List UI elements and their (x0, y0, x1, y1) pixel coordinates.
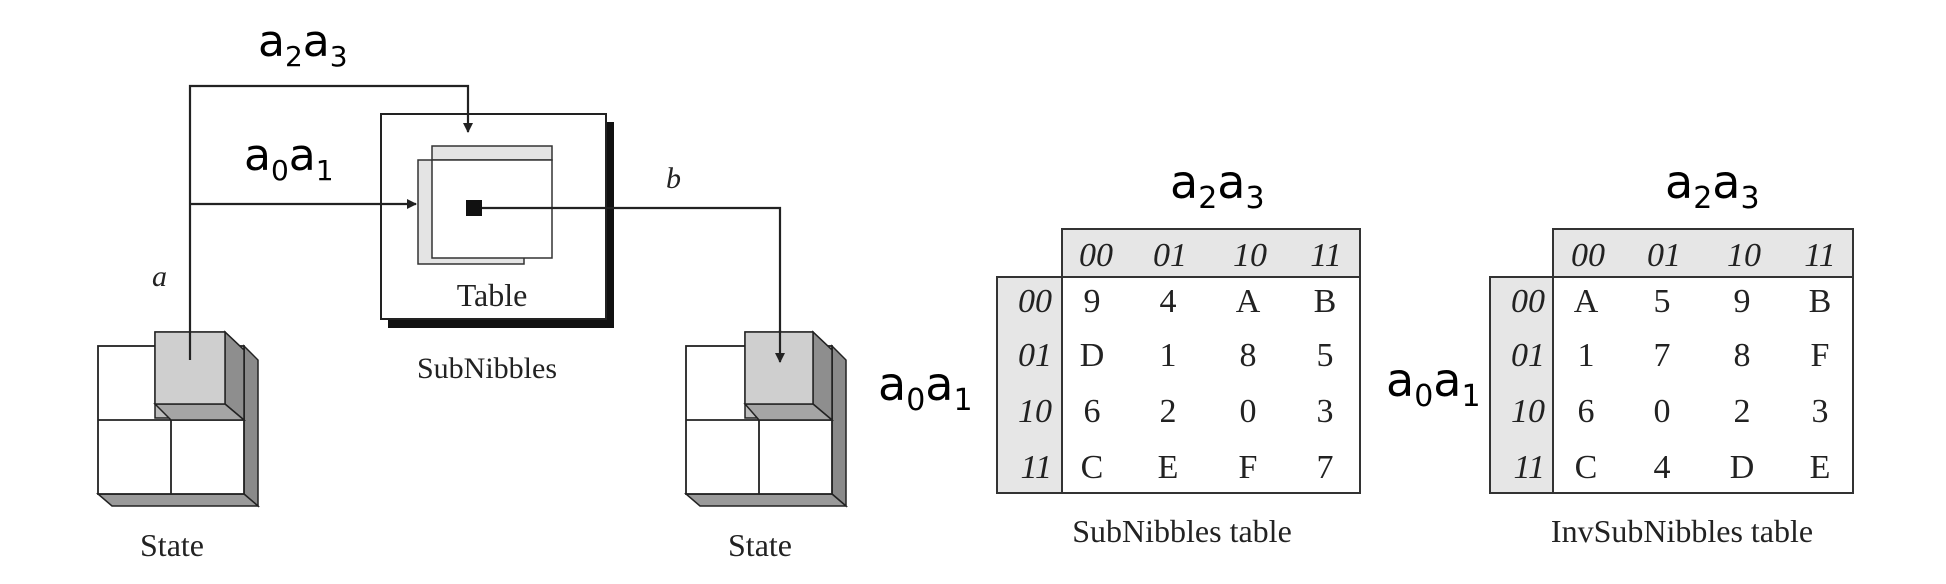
invsubnibbles-row-11-key: 11 (1514, 449, 1545, 486)
table-label: Table (457, 277, 528, 313)
table-cell: E (1810, 449, 1831, 486)
label-b: b (666, 162, 681, 195)
invsubnibbles-row-00-key: 00 (1511, 283, 1545, 320)
table-cell: 4 (1160, 283, 1177, 320)
invsubnibbles-col-header-label: a2a3 (1665, 155, 1760, 216)
subnibbles-col-10: 10 (1233, 237, 1267, 274)
table-cell: 7 (1654, 337, 1671, 374)
table-cell: C (1575, 449, 1598, 486)
state-right-label: State (728, 527, 792, 563)
subnibbles-row-11-key: 11 (1021, 449, 1052, 486)
table-cell: 8 (1734, 337, 1751, 374)
subnibbles-table: a2a3 a0a1 00 01 10 11 00 9 4 A B 01 D 1 … (878, 155, 1361, 549)
table-cell: D (1730, 449, 1755, 486)
invsubnibbles-row-header-label: a0a1 (1386, 353, 1481, 414)
invsubnibbles-col-00: 00 (1571, 237, 1605, 274)
state-left: State (95, 330, 261, 563)
invsubnibbles-row-01-key: 01 (1511, 337, 1545, 374)
table-cell: C (1081, 449, 1104, 486)
subnibbles-row-00-key: 00 (1018, 283, 1052, 320)
table-cell: 4 (1654, 449, 1671, 486)
subnibbles-caption: SubNibbles table (1072, 513, 1292, 549)
table-cell: 1 (1578, 337, 1595, 374)
table-cell: 9 (1084, 283, 1101, 320)
table-cell: 2 (1734, 393, 1751, 430)
subnibbles-row-header-bg (997, 277, 1062, 493)
table-cell: F (1811, 337, 1830, 374)
table-cell: D (1080, 337, 1105, 374)
arrow-a2a3 (188, 84, 473, 342)
invsubnibbles-col-header-bg (1553, 229, 1853, 277)
subnibbles-col-header-bg (1062, 229, 1360, 277)
subnibbles-row-01-key: 01 (1018, 337, 1052, 374)
table-cell: 0 (1240, 393, 1257, 430)
subnibbles-col-01: 01 (1153, 237, 1187, 274)
state-left-label: State (140, 527, 204, 563)
table-page-top-strip (431, 145, 553, 161)
label-a: a (152, 260, 167, 293)
invsubnibbles-row-header-bg (1490, 277, 1553, 493)
subnibbles-col-header-label: a2a3 (1170, 155, 1265, 216)
table-cell: B (1314, 283, 1337, 320)
table-cell: 8 (1240, 337, 1257, 374)
table-cell: 2 (1160, 393, 1177, 430)
invsubnibbles-row-10-key: 10 (1511, 393, 1545, 430)
table-cell: A (1574, 283, 1599, 320)
invsubnibbles-table: a2a3 a0a1 00 01 10 11 00 A 5 9 B 01 1 7 … (1386, 155, 1854, 549)
table-cell: 5 (1654, 283, 1671, 320)
table-cell: 9 (1734, 283, 1751, 320)
subnibbles-row-10-key: 10 (1018, 393, 1052, 430)
invsubnibbles-col-01: 01 (1647, 237, 1681, 274)
table-cell: A (1236, 283, 1261, 320)
table-cell: 3 (1812, 393, 1829, 430)
subnibbles-col-11: 11 (1310, 237, 1341, 274)
table-cell: F (1239, 449, 1258, 486)
subnibbles-box: Table (380, 113, 614, 328)
subnibbles-row-header-label: a0a1 (878, 357, 973, 418)
table-cell: 7 (1317, 449, 1334, 486)
table-lookup-marker (466, 200, 482, 216)
invsubnibbles-col-10: 10 (1727, 237, 1761, 274)
label-a0a1-left: a0a1 (244, 130, 334, 187)
state-right: State (683, 330, 849, 563)
invsubnibbles-caption: InvSubNibbles table (1551, 513, 1813, 549)
table-cell: 6 (1578, 393, 1595, 430)
table-cell: 6 (1084, 393, 1101, 430)
table-cell: 0 (1654, 393, 1671, 430)
label-a2a3-top: a2a3 (258, 16, 348, 73)
arrow-b (482, 206, 785, 363)
subnibbles-label: SubNibbles (417, 352, 557, 385)
subnibbles-col-00: 00 (1079, 237, 1113, 274)
table-cell: B (1809, 283, 1832, 320)
invsubnibbles-col-11: 11 (1804, 237, 1835, 274)
table-cell: 3 (1317, 393, 1334, 430)
table-cell: E (1158, 449, 1179, 486)
table-cell: 1 (1160, 337, 1177, 374)
table-cell: 5 (1317, 337, 1334, 374)
